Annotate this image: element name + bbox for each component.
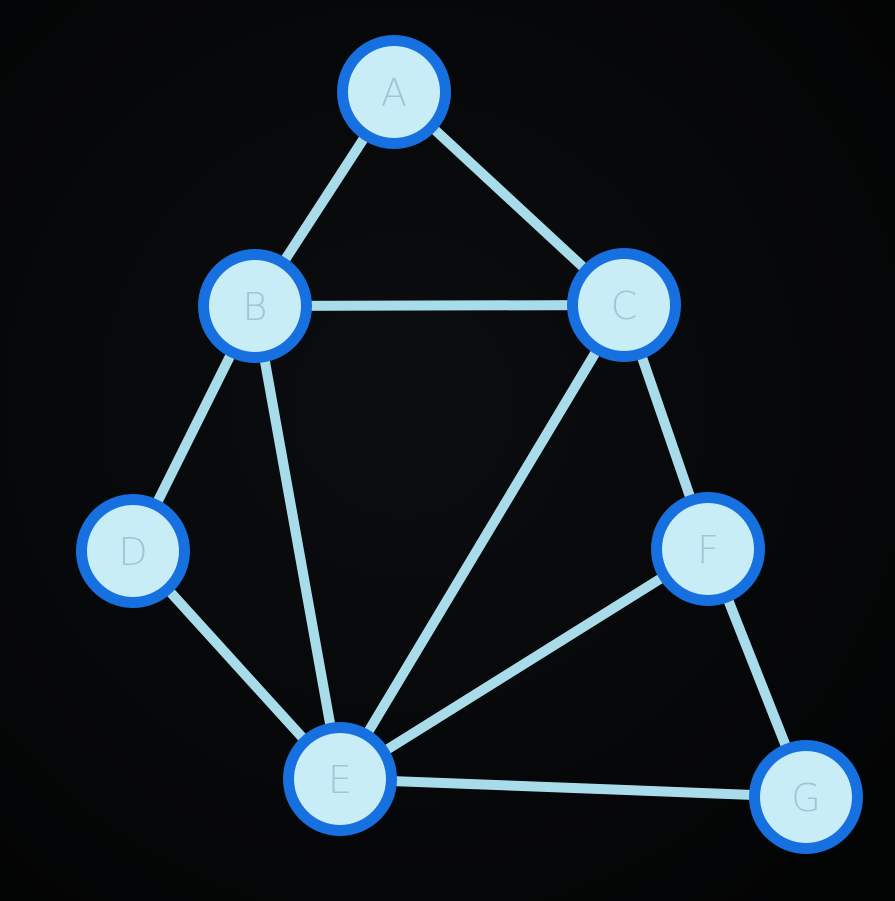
node-fill [578, 259, 670, 351]
node-fill [87, 505, 179, 597]
node-g: G [749, 740, 863, 854]
node-label: A [381, 71, 407, 115]
node-f: F [651, 492, 765, 606]
node-fill [760, 751, 852, 843]
node-a: A [337, 35, 451, 149]
edge-b-e [250, 301, 345, 784]
node-label: F [697, 528, 719, 572]
edges-layer [128, 87, 811, 802]
node-fill [209, 260, 301, 352]
node-label: C [611, 284, 638, 328]
node-c: C [567, 248, 681, 362]
node-e: E [283, 722, 397, 836]
edge-e-g [335, 774, 811, 802]
node-d: D [76, 494, 190, 608]
node-fill [348, 46, 440, 138]
edge-e-f [335, 544, 713, 784]
node-b: B [198, 249, 312, 363]
node-label: E [328, 758, 352, 802]
nodes-layer: A B C D E F G [76, 35, 863, 854]
edge-c-e [335, 300, 629, 784]
node-label: G [791, 776, 820, 820]
node-fill [294, 733, 386, 825]
node-label: B [243, 285, 268, 329]
node-fill [662, 503, 754, 595]
edge-b-c [250, 300, 629, 311]
node-label: D [118, 530, 147, 574]
